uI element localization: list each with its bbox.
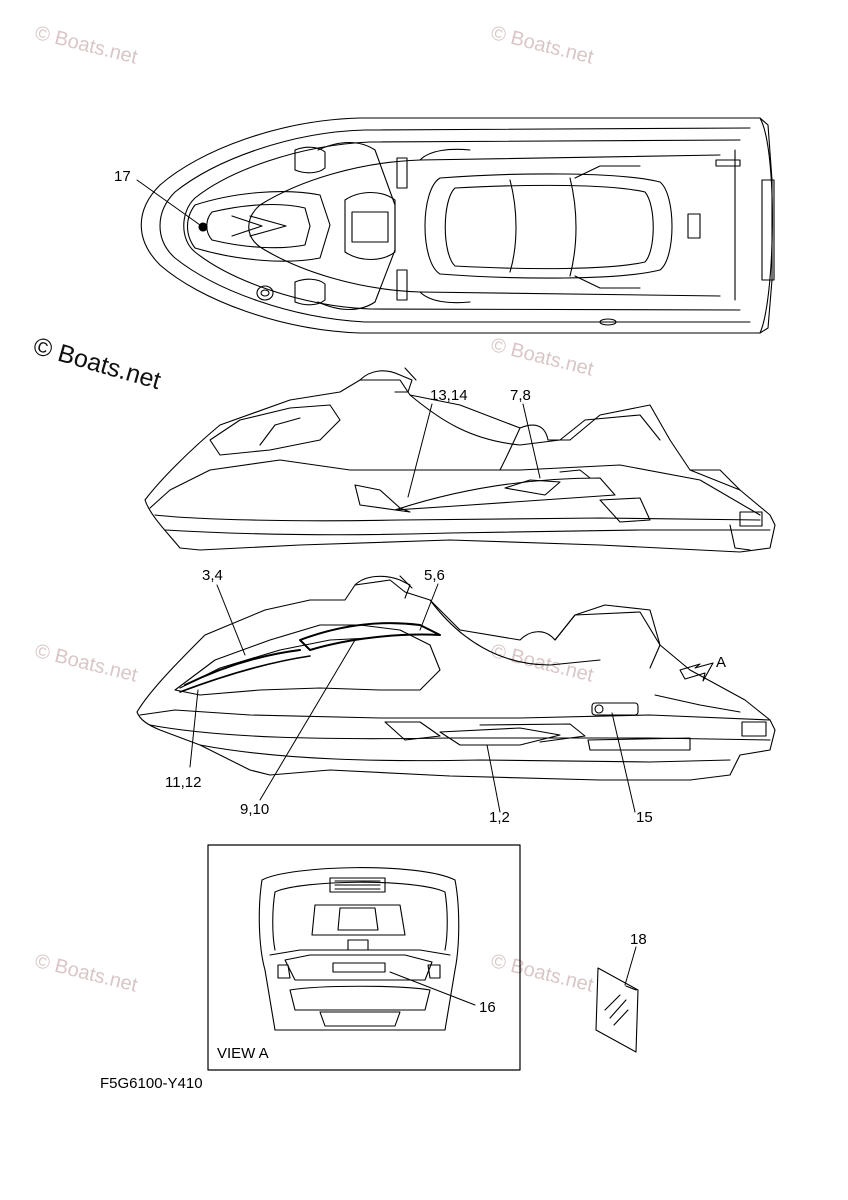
callout-11-12: 11,12: [165, 774, 202, 791]
leader-lines: [136, 179, 637, 1006]
drawing-code: F5G6100-Y410: [100, 1075, 203, 1092]
part-18-decal-sheet: [595, 967, 639, 1053]
callout-16: 16: [479, 999, 496, 1016]
callout-3-4: 3,4: [202, 567, 223, 584]
callout-15: 15: [636, 809, 653, 826]
callout-17: 17: [114, 168, 131, 185]
callout-1-2: 1,2: [489, 809, 510, 826]
callout-view-a-arrow: A: [716, 654, 727, 671]
view-a-box: [207, 844, 521, 1071]
side-view-lower: [136, 575, 776, 781]
side-view-upper: [144, 367, 776, 553]
view-a-rear-view: [258, 867, 460, 1031]
callout-7-8: 7,8: [510, 387, 531, 404]
top-view-watercraft: [140, 117, 775, 334]
view-a-label: VIEW A: [217, 1045, 269, 1062]
callout-18: 18: [630, 931, 647, 948]
callout-9-10: 9,10: [240, 801, 270, 818]
callout-5-6: 5,6: [424, 567, 445, 584]
callout-13-14: 13,14: [430, 387, 468, 404]
